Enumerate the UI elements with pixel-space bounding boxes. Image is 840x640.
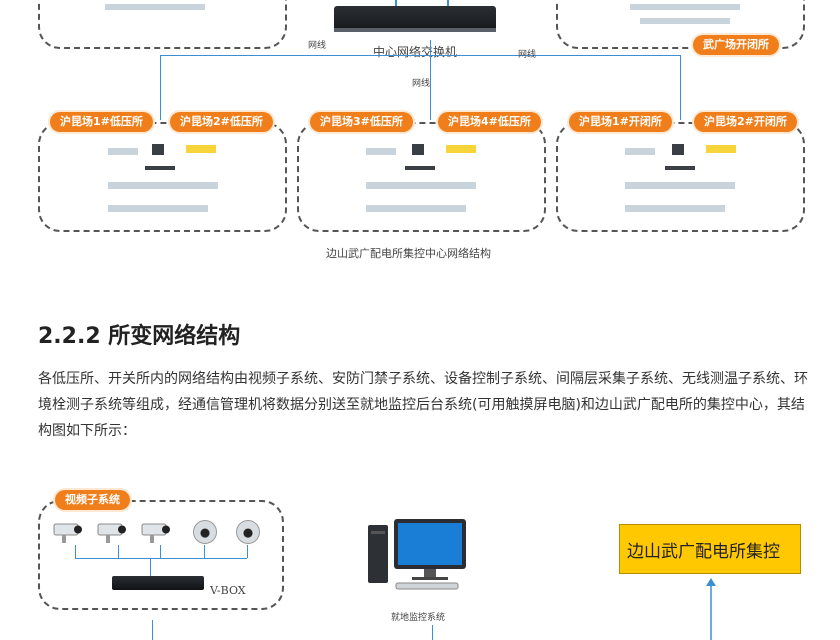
device-row-thumbnail: [108, 205, 208, 212]
camera-row-thumbnail: [625, 148, 655, 155]
switch-label: 中心网络交换机: [373, 45, 458, 59]
connector-line: [160, 55, 680, 56]
device-row-thumbnail: [108, 182, 218, 189]
connector-line: [204, 545, 205, 558]
station-pill: 沪昆场2#低压所: [170, 112, 273, 132]
connector-line: [160, 55, 161, 120]
group-box-2: [297, 122, 546, 232]
equipment-thumbnail: [640, 18, 730, 24]
dome-camera-icon: [236, 520, 260, 544]
central-switch-device: [334, 6, 496, 32]
connector-line: [160, 545, 161, 558]
vbox-device: [112, 576, 204, 590]
section-paragraph: 各低压所、开关所内的网络结构由视频子系统、安防门禁子系统、设备控制子系统、间隔层…: [38, 371, 808, 439]
bullet-camera-icon: [141, 523, 170, 543]
vbox-label: V-BOX: [210, 584, 246, 597]
wire-label: 网线: [412, 79, 431, 89]
connector-line: [152, 620, 153, 640]
monitor-thumbnail: [412, 144, 424, 155]
device-row-thumbnail: [625, 182, 735, 189]
station-pill: 沪昆场1#低压所: [50, 112, 153, 132]
connector-line: [118, 545, 119, 558]
connector-line: [150, 558, 151, 576]
connector-line: [247, 545, 248, 558]
equipment-thumbnail: [105, 4, 205, 10]
connector-line: [75, 558, 247, 559]
connector-line: [680, 55, 681, 120]
group-box-1: [38, 122, 287, 232]
center-label-thumbnail: [446, 145, 476, 153]
control-center-box: [619, 524, 801, 574]
center-label-thumbnail: [186, 145, 216, 153]
camera-row-thumbnail: [366, 148, 396, 155]
dome-camera-icon: [193, 520, 217, 544]
connector-line: [430, 40, 431, 120]
switch-front-panel: [334, 28, 496, 32]
local-monitor-label: 就地监控系统: [391, 613, 446, 623]
bullet-camera-icon: [97, 523, 126, 543]
device-row-thumbnail: [366, 182, 476, 189]
desktop-computer-icon: [368, 519, 466, 590]
station-pill: 沪昆场3#低压所: [310, 112, 413, 132]
section-heading: 2.2.2 所变网络结构: [38, 324, 241, 349]
wire-label: 网线: [518, 50, 537, 60]
station-pill: 沪昆场4#低压所: [438, 112, 541, 132]
group-box-3: [556, 122, 805, 232]
station-pill: 沪昆场2#开闭所: [694, 112, 797, 132]
device-row-thumbnail: [625, 205, 725, 212]
bullet-camera-icon: [53, 523, 82, 543]
video-subsystem-box: [38, 500, 284, 610]
video-subsystem-pill: 视频子系统: [55, 490, 130, 510]
arrow-up-icon: [706, 578, 716, 640]
equipment-thumbnail: [630, 4, 740, 10]
connector-line: [75, 545, 76, 558]
camera-row-thumbnail: [108, 148, 138, 155]
monitor-thumbnail: [672, 144, 684, 155]
diagram-caption: 边山武广配电所集控中心网络结构: [326, 247, 491, 260]
station-pill: 沪昆场1#开闭所: [569, 112, 672, 132]
station-pill: 武广场开闭所: [693, 35, 779, 55]
switch-thumbnail: [665, 166, 695, 170]
center-label-thumbnail: [706, 145, 736, 153]
switch-thumbnail: [145, 166, 175, 170]
wire-label: 网线: [308, 41, 327, 51]
device-row-thumbnail: [366, 205, 466, 212]
switch-ports: [395, 0, 449, 6]
connector-line: [432, 625, 433, 640]
switch-thumbnail: [405, 166, 435, 170]
control-center-label: 边山武广配电所集控: [627, 542, 780, 562]
monitor-thumbnail: [152, 144, 164, 155]
